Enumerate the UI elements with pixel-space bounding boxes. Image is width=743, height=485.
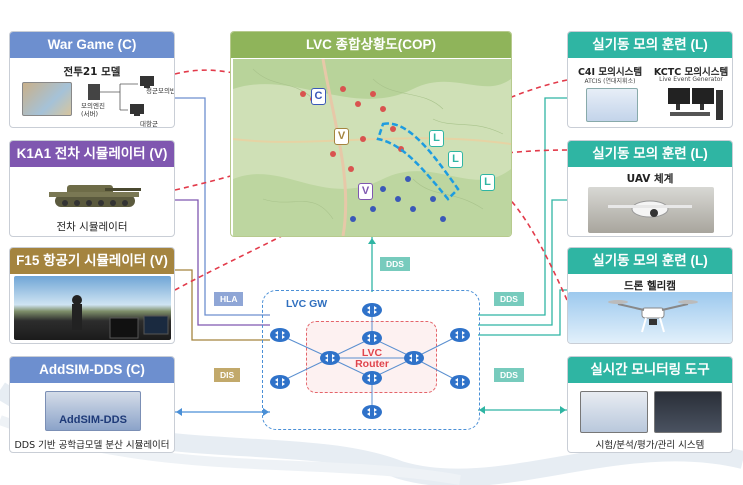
addsim-caption: DDS 기반 공학급모델 분산 시뮬레이터 xyxy=(14,440,170,451)
live-training-2-title: 실기동 모의 훈련 (L) xyxy=(568,141,732,167)
dis-tag: DIS xyxy=(214,368,241,382)
cop-marker-v1: V xyxy=(334,128,349,145)
dds-top-tag: DDS xyxy=(380,257,410,271)
c4i-system-name: C4I 모의시스템 xyxy=(577,67,643,78)
wargame-title: War Game (C) xyxy=(10,32,174,58)
monitoring-caption: 시험/분석/평가/관리 시스템 xyxy=(595,440,705,451)
cop-marker-v2: V xyxy=(358,183,373,200)
cop-marker-c: C xyxy=(311,88,326,105)
hla-tag: HLA xyxy=(214,292,244,306)
lvc-gateway xyxy=(262,290,480,430)
live-training-panel-2: 실기동 모의 훈련 (L) UAV 체계 xyxy=(567,140,733,237)
lvc-gateway-label: LVC GW xyxy=(286,298,328,310)
kctc-system-name: KCTC 모의시스템 xyxy=(653,67,729,78)
k1a1-panel: K1A1 전차 시뮬레이터 (V) 전차 시뮬레이터 xyxy=(9,140,175,237)
addsim-title: AddSIM-DDS (C) xyxy=(10,357,174,383)
f15-title: F15 항공기 시뮬레이터 (V) xyxy=(10,248,174,274)
monitoring-screen-2 xyxy=(654,391,722,433)
wargame-node-opfor: 대항군 xyxy=(140,120,158,128)
lvc-router-label-line1: LVC xyxy=(361,347,383,359)
kctc-workstation-image xyxy=(668,88,723,120)
router-network xyxy=(270,303,470,419)
live-training-3-title: 실기동 모의 훈련 (L) xyxy=(568,248,732,274)
monitoring-panel: 실시간 모니터링 도구 시험/분석/평가/관리 시스템 xyxy=(567,356,733,453)
f15-cockpit-overlay xyxy=(72,295,169,339)
dds-right2-tag: DDS xyxy=(494,368,524,382)
addsim-logo-text: AddSIM-DDS xyxy=(59,414,127,426)
uav-caption: UAV 체계 xyxy=(626,173,674,185)
lvc-router-label: LVC Router xyxy=(344,348,400,370)
tank-image xyxy=(49,185,141,207)
live-training-panel-1: 실기동 모의 훈련 (L) C4I 모의시스템 ATCIS (연대지휘소) KC… xyxy=(567,31,733,128)
uav-drone-icon xyxy=(608,200,692,218)
cop-title: LVC 종합상황도(COP) xyxy=(231,32,511,58)
addsim-logo: AddSIM-DDS xyxy=(45,391,141,431)
monitoring-title: 실시간 모니터링 도구 xyxy=(568,357,732,383)
cop-marker-l1: L xyxy=(429,130,444,147)
dds-right1-tag: DDS xyxy=(494,292,524,306)
wargame-subtitle: 전투21 모델 xyxy=(63,66,121,78)
wargame-panel: War Game (C) 전투21 모델 청군모의반 모의엔진 (서버) 대항군 xyxy=(9,31,175,128)
k1a1-title: K1A1 전차 시뮬레이터 (V) xyxy=(10,141,174,167)
drone-helicam-icon xyxy=(608,300,698,333)
cop-map xyxy=(233,59,511,236)
wargame-node-blue: 청군모의반 xyxy=(146,87,175,95)
wargame-node-engine: 모의엔진 (서버) xyxy=(81,102,105,118)
kctc-system-sub: Live Event Generator xyxy=(659,76,723,83)
cop-marker-l2: L xyxy=(448,151,463,168)
lvc-router-label-line2: Router xyxy=(355,358,389,370)
addsim-panel: AddSIM-DDS (C) AddSIM-DDS DDS 기반 공학급모델 분… xyxy=(9,356,175,453)
cop-panel: LVC 종합상황도(COP) C V V L L L xyxy=(230,31,512,237)
drone-caption: 드론 헬리캠 xyxy=(624,280,676,292)
c4i-screen-image xyxy=(586,88,638,122)
live-training-1-title: 실기동 모의 훈련 (L) xyxy=(568,32,732,58)
k1a1-caption: 전차 시뮬레이터 xyxy=(56,221,128,233)
cop-marker-l3: L xyxy=(480,174,495,191)
live-training-panel-3: 실기동 모의 훈련 (L) 드론 헬리캠 xyxy=(567,247,733,344)
monitoring-screen-1 xyxy=(580,391,648,433)
router-nodes xyxy=(270,303,470,419)
wargame-map-image xyxy=(22,82,72,116)
wargame-network-diagram xyxy=(88,76,154,116)
c4i-system-sub: ATCIS (연대지휘소) xyxy=(584,78,636,85)
f15-panel: F15 항공기 시뮬레이터 (V) xyxy=(9,247,175,344)
